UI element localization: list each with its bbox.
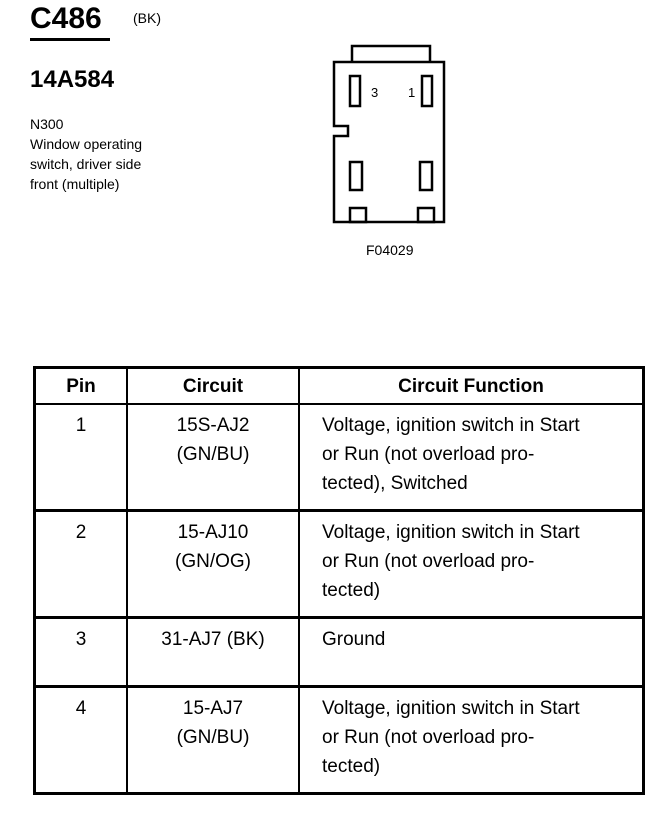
function-line: or Run (not overload pro- <box>322 727 535 748</box>
function-line: or Run (not overload pro- <box>322 444 535 465</box>
description-line: switch, driver side <box>30 156 142 172</box>
pin-cell: 2 <box>34 510 127 619</box>
circuit-cell: 15-AJ7 (GN/BU) <box>126 686 299 794</box>
pin-cell: 4 <box>75 698 87 719</box>
table-row: 3 31-AJ7 (BK) Ground <box>34 617 644 688</box>
connector-id: C486 <box>30 2 102 35</box>
connector-latch <box>350 44 432 62</box>
description-line: Window operating <box>30 136 143 152</box>
figure-id: F04029 <box>366 242 414 258</box>
connector-color: (BK) <box>133 10 161 26</box>
circuit-line: 15-AJ10 <box>177 522 249 543</box>
pin-cell: 1 <box>34 404 127 512</box>
connector-id-underline <box>30 38 110 41</box>
circuit-line: (GN/BU) <box>176 444 250 465</box>
column-header-circuit: Circuit <box>126 367 299 405</box>
part-number: 14A584 <box>30 66 115 93</box>
function-cell: Ground <box>298 617 644 688</box>
circuit-line: (GN/OG) <box>175 551 251 572</box>
table-row: 2 15-AJ10 (GN/OG) Voltage, ignition swit… <box>34 510 644 619</box>
connector-description: N300 Window operating switch, driver sid… <box>30 114 142 194</box>
function-line: or Run (not overload pro- <box>322 551 535 572</box>
bottom-guide <box>416 206 436 224</box>
connector-housing <box>332 60 446 224</box>
bottom-guide <box>348 206 368 224</box>
circuit-cell: 15-AJ10 (GN/OG) <box>126 510 299 619</box>
circuit-line: 15S-AJ2 <box>176 415 250 436</box>
pin-cell: 3 <box>34 617 127 688</box>
pin-label-1: 1 <box>408 85 415 100</box>
table-row: 1 15S-AJ2 (GN/BU) Voltage, ignition swit… <box>34 404 644 512</box>
description-line: N300 <box>30 116 64 132</box>
function-line: Voltage, ignition switch in Start <box>322 415 580 436</box>
table-header-row: Pin Circuit Circuit Function <box>34 367 644 405</box>
function-line: tected) <box>322 756 381 777</box>
pin-function-table: Pin Circuit Circuit Function 1 15S-AJ2 (… <box>33 366 645 795</box>
table-row: 4 15-AJ7 (GN/BU) Voltage, ignition switc… <box>35 686 644 794</box>
function-cell: Voltage, ignition switch in Start or Run… <box>298 686 644 794</box>
terminal-pin-3 <box>348 74 362 108</box>
column-header-circuit-function: Circuit Function <box>298 367 644 405</box>
circuit-cell: 15S-AJ2 (GN/BU) <box>126 404 299 512</box>
terminal-pin <box>348 160 364 192</box>
pin-label-3: 3 <box>371 85 378 100</box>
function-line: Voltage, ignition switch in Start <box>322 698 580 719</box>
connector-face-diagram: 3 1 <box>332 44 446 224</box>
circuit-cell: 31-AJ7 (BK) <box>126 617 299 688</box>
function-cell: Voltage, ignition switch in Start or Run… <box>298 404 644 512</box>
function-line: tected) <box>322 580 381 601</box>
function-cell: Voltage, ignition switch in Start or Run… <box>298 510 644 619</box>
circuit-line: 15-AJ7 <box>182 698 244 719</box>
function-line: Voltage, ignition switch in Start <box>322 522 580 543</box>
circuit-line: 31-AJ7 (BK) <box>161 629 265 650</box>
function-line: Ground <box>322 629 386 650</box>
terminal-pin-1 <box>420 74 434 108</box>
function-line: tected), Switched <box>322 473 468 494</box>
description-line: front (multiple) <box>30 176 120 192</box>
terminal-pin <box>418 160 434 192</box>
column-header-pin: Pin <box>34 367 127 405</box>
circuit-line: (GN/BU) <box>176 727 250 748</box>
